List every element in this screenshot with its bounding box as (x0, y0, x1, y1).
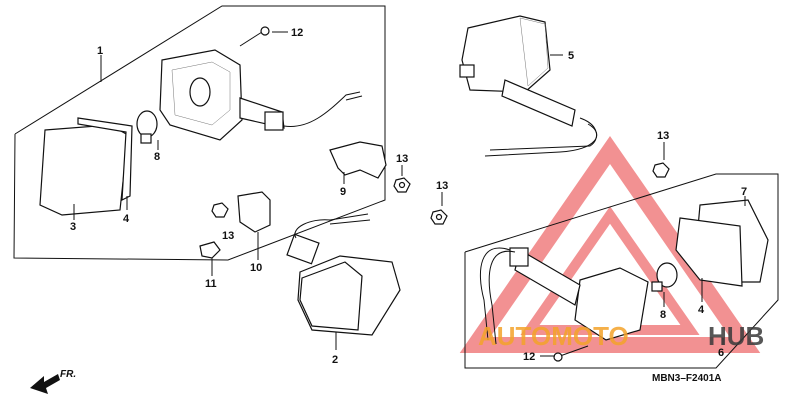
callout-2: 2 (332, 354, 338, 366)
svg-text:AUTOMOTO: AUTOMOTO (478, 321, 629, 351)
callout-7: 7 (741, 186, 747, 198)
callout-4-left: 4 (123, 213, 130, 225)
callout-6: 6 (718, 347, 724, 359)
front-direction-arrow: FR. (30, 369, 76, 394)
callout-5: 5 (568, 50, 574, 62)
callout-13-a: 13 (396, 153, 408, 165)
callout-8-left: 8 (154, 151, 160, 163)
turn-signal-5 (459, 15, 598, 157)
callout-13-c: 13 (657, 130, 669, 142)
callout-4-right: 4 (698, 304, 705, 316)
callout-9: 9 (340, 186, 346, 198)
nut-13-b (430, 209, 448, 225)
clip-11 (199, 241, 221, 259)
callout-11: 11 (205, 278, 217, 290)
callout-3: 3 (70, 221, 76, 233)
gasket-left (77, 117, 133, 202)
screw-bottom-right (553, 345, 589, 362)
screw-top-left (239, 26, 270, 47)
bracket-10 (237, 191, 271, 233)
callout-12-top: 12 (291, 27, 303, 39)
gasket-right (675, 217, 743, 287)
svg-text:HUB: HUB (708, 321, 764, 351)
assembly-frame-right (464, 173, 779, 369)
front-lens-left (39, 124, 129, 216)
callout-1: 1 (97, 45, 103, 57)
watermark-text: AUTOMOTO HUB (478, 321, 764, 351)
nut-13-d (211, 202, 229, 218)
leader-lines (73, 54, 746, 357)
assembly-frame-left (13, 5, 386, 261)
callout-10: 10 (250, 262, 262, 274)
turn-signal-2 (286, 213, 401, 336)
nut-13-c (652, 162, 670, 178)
callout-8-right: 8 (660, 309, 666, 321)
callout-13-b: 13 (436, 180, 448, 192)
turn-signal-housing-left (159, 49, 363, 141)
nut-13-a (393, 177, 411, 193)
diagram-code: MBN3–F2401A (652, 373, 721, 384)
svg-text:FR.: FR. (60, 369, 76, 380)
callout-13-d: 13 (222, 230, 234, 242)
turn-signal-housing-right (479, 247, 649, 345)
bracket-9 (329, 141, 387, 179)
bulb-right (651, 262, 678, 292)
bulb-left (136, 110, 158, 144)
callout-12-bottom: 12 (523, 351, 535, 363)
